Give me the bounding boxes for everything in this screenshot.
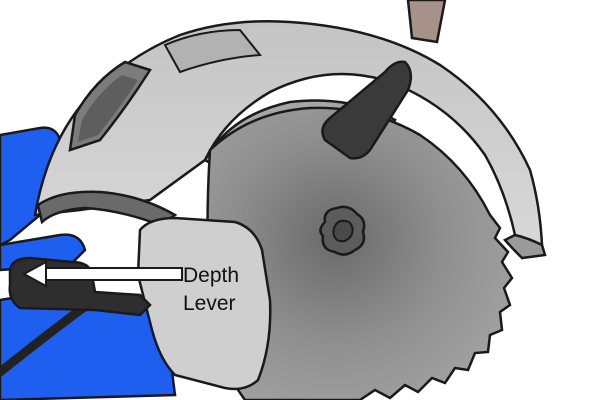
lower-guard-plate — [136, 216, 272, 391]
retract-lever — [321, 60, 413, 160]
callout-label-line2: Lever — [183, 292, 236, 315]
callout-arrow-shaft — [41, 267, 183, 281]
callout: Depth Lever — [21, 260, 239, 315]
guard-vent-1-inner — [78, 75, 138, 142]
upper-blade-guard — [33, 19, 544, 247]
brown-tab — [406, 0, 447, 44]
callout-label-line1: Depth — [183, 264, 239, 287]
depth-lever — [8, 256, 152, 317]
guard-panel — [163, 28, 262, 74]
guard-lower-lip — [502, 233, 547, 260]
arrow-left-icon — [21, 260, 47, 288]
blade-arbor-nut — [319, 205, 366, 256]
